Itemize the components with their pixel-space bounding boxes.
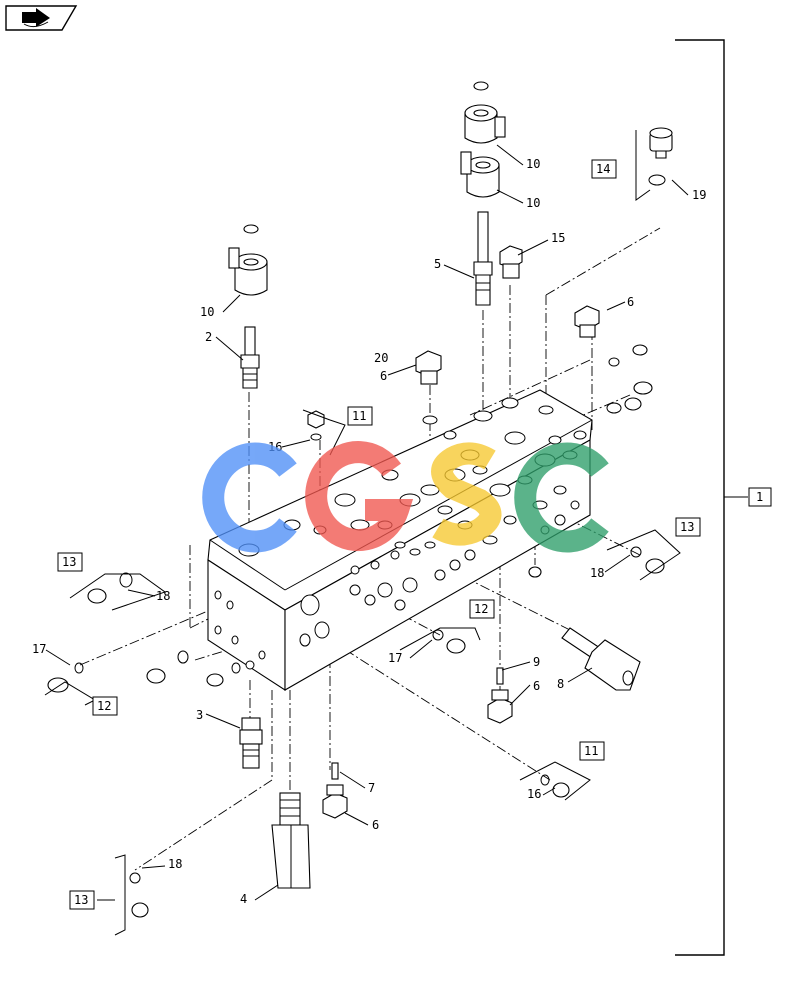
cgsc-watermark xyxy=(202,441,609,553)
group-brackets xyxy=(44,130,681,936)
callout-17: 17 xyxy=(388,651,402,665)
hex-plug-6-right[interactable] xyxy=(574,305,600,338)
callout-box-12: 12 xyxy=(97,699,111,713)
callout-box-13: 13 xyxy=(62,555,76,569)
callout-box-13: 13 xyxy=(74,893,88,907)
callout-10: 10 xyxy=(200,305,214,319)
plug-upper-right[interactable] xyxy=(606,344,653,414)
boxed-callouts: 1 14 11 13 13 12 12 11 13 xyxy=(57,159,772,910)
plug-11-top[interactable] xyxy=(307,410,325,441)
callout-20: 20 xyxy=(374,351,388,365)
callout-box-11: 11 xyxy=(584,744,598,758)
book-arrow-icon[interactable] xyxy=(5,5,78,31)
callout-17: 17 xyxy=(32,642,46,656)
part-9[interactable] xyxy=(496,667,504,685)
callout-18: 18 xyxy=(156,589,170,603)
callout-16: 16 xyxy=(527,787,541,801)
watermark-letter-g xyxy=(305,441,414,552)
watermark-letter-c xyxy=(202,442,297,553)
solenoid-coil-left[interactable] xyxy=(228,224,268,296)
plug-13-left[interactable] xyxy=(87,572,133,604)
valve-block xyxy=(207,389,593,692)
plug-13-right[interactable] xyxy=(528,546,665,578)
callout-18: 18 xyxy=(590,566,604,580)
hex-plug-6-bottom[interactable] xyxy=(322,784,348,819)
hex-plug-15[interactable] xyxy=(499,245,523,279)
hex-plug-20[interactable] xyxy=(415,350,442,385)
callout-10: 10 xyxy=(526,196,540,210)
leader-lines xyxy=(45,144,689,901)
socket-plug-14[interactable] xyxy=(648,127,673,186)
cartridge-valve-2[interactable] xyxy=(240,326,260,389)
callout-5: 5 xyxy=(434,257,441,271)
callout-6: 6 xyxy=(380,369,387,383)
plug-12-left[interactable] xyxy=(47,662,84,693)
callout-19: 19 xyxy=(692,188,706,202)
callout-box-12: 12 xyxy=(474,602,488,616)
callout-4: 4 xyxy=(240,892,247,906)
callout-9: 9 xyxy=(533,655,540,669)
solenoid-coil-upper[interactable] xyxy=(464,81,506,144)
callout-18: 18 xyxy=(168,857,182,871)
callout-6: 6 xyxy=(372,818,379,832)
callout-6: 6 xyxy=(533,679,540,693)
callout-15: 15 xyxy=(551,231,565,245)
callout-3: 3 xyxy=(196,708,203,722)
cartridge-valve-5[interactable] xyxy=(473,211,493,306)
plugs-left-middle[interactable] xyxy=(146,650,241,687)
callout-8: 8 xyxy=(557,677,564,691)
callout-6: 6 xyxy=(627,295,634,309)
callout-box-14: 14 xyxy=(596,162,610,176)
part-7[interactable] xyxy=(331,762,339,780)
fitting-4[interactable] xyxy=(271,792,311,889)
callout-box-11: 11 xyxy=(352,409,366,423)
fitting-3[interactable] xyxy=(239,717,263,769)
callout-2: 2 xyxy=(205,330,212,344)
callout-7: 7 xyxy=(368,781,375,795)
callout-10: 10 xyxy=(526,157,540,171)
watermark-letter-s xyxy=(431,442,502,546)
fitting-8[interactable] xyxy=(561,627,641,691)
hex-plug-6-lower[interactable] xyxy=(487,689,513,724)
solenoid-coil-middle[interactable] xyxy=(460,151,500,198)
watermark-letter-c xyxy=(514,442,609,553)
callout-box-13: 13 xyxy=(680,520,694,534)
callout-box-1: 1 xyxy=(756,490,763,504)
plug-13-bottom[interactable] xyxy=(129,872,149,918)
plug-12-right[interactable] xyxy=(432,629,466,654)
plug-11-right[interactable] xyxy=(540,774,570,798)
assembly-bracket xyxy=(675,39,748,956)
